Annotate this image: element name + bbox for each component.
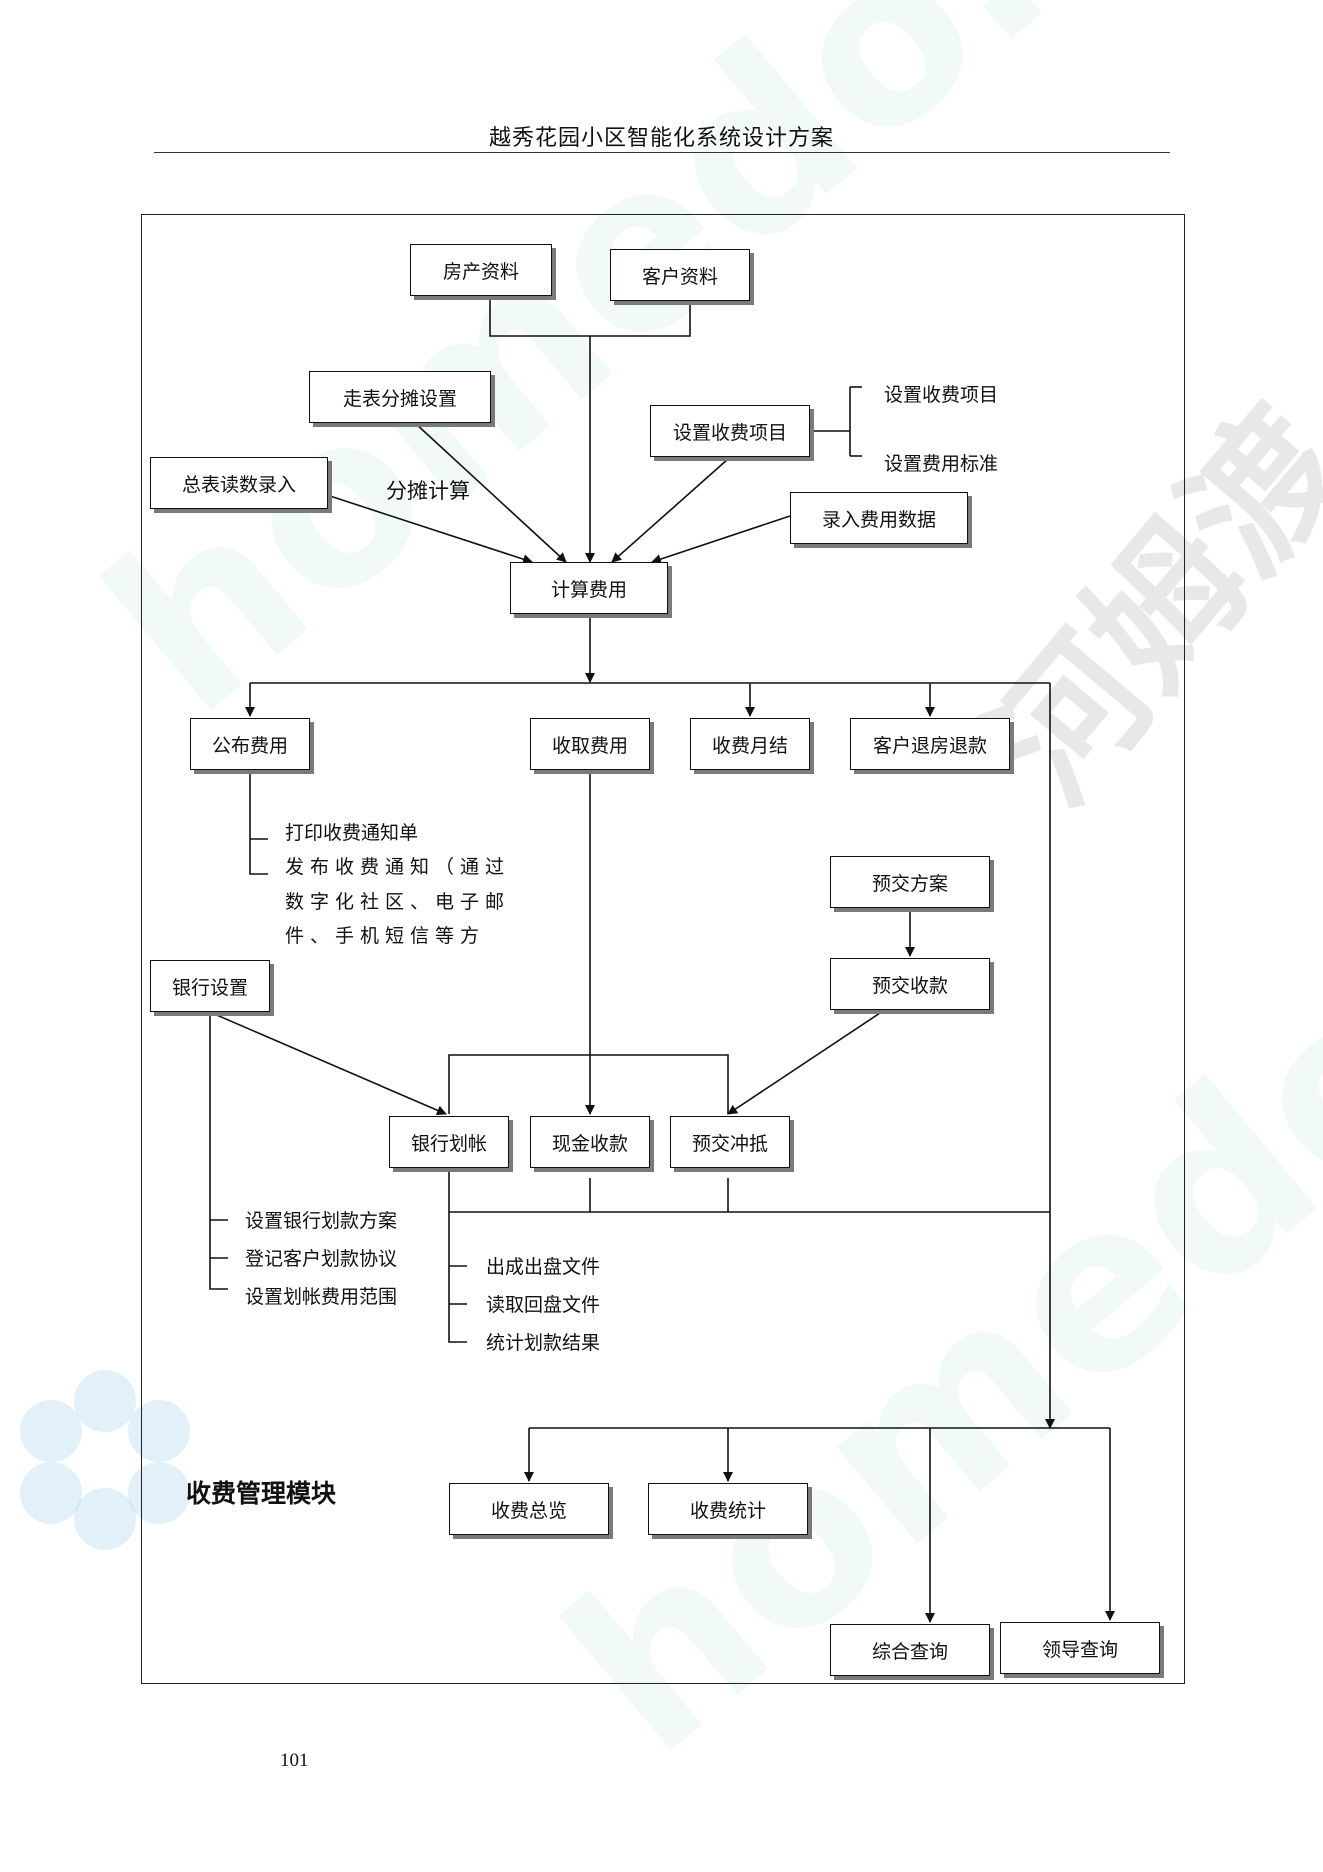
node-checkout-refund: 客户退房退款 — [850, 718, 1010, 770]
label-publish-branch: 发布收费通知（通过 — [285, 856, 511, 878]
label-bank-transfer-branch: 统计划款结果 — [486, 1332, 601, 1354]
page-number: 101 — [280, 1750, 309, 1771]
node-leader-query: 领导查询 — [1000, 1622, 1160, 1674]
label-bank-settings-branch: 设置银行划款方案 — [245, 1210, 398, 1232]
label-publish-branch: 数字化社区、电子邮 — [285, 891, 511, 913]
label-bank-transfer-branch: 出成出盘文件 — [486, 1256, 601, 1278]
watermark-flower-logo — [20, 1370, 190, 1550]
label-publish-branch: 打印收费通知单 — [285, 822, 419, 844]
header-rule — [154, 152, 1170, 153]
node-monthly-close: 收费月结 — [690, 718, 810, 770]
node-fee-overview: 收费总览 — [449, 1483, 609, 1535]
node-prepay-receipt: 预交收款 — [830, 958, 990, 1010]
label-allocation-calc: 分摊计算 — [386, 479, 470, 503]
diagram-frame — [141, 214, 1185, 1684]
node-fee-statistics: 收费统计 — [648, 1483, 808, 1535]
label-bank-settings-branch: 登记客户划款协议 — [245, 1248, 398, 1270]
page-header-title: 越秀花园小区智能化系统设计方案 — [488, 126, 834, 151]
label-fee-items-branch: 设置收费项目 — [884, 384, 999, 406]
node-master-meter-input: 总表读数录入 — [150, 457, 328, 509]
node-bank-settings: 银行设置 — [150, 960, 270, 1012]
node-bank-transfer: 银行划帐 — [389, 1116, 509, 1168]
node-prepay-plan: 预交方案 — [830, 856, 990, 908]
label-fee-items-branch: 设置费用标准 — [884, 453, 999, 475]
label-publish-branch: 件、手机短信等方 — [285, 925, 486, 947]
node-calculate-fees: 计算费用 — [510, 562, 668, 614]
node-general-query: 综合查询 — [830, 1624, 990, 1676]
node-enter-fee-data: 录入费用数据 — [790, 492, 968, 544]
node-customer-data: 客户资料 — [610, 249, 750, 301]
node-set-fee-items: 设置收费项目 — [650, 405, 810, 457]
node-cash-receipt: 现金收款 — [530, 1116, 650, 1168]
label-bank-settings-branch: 设置划帐费用范围 — [245, 1286, 398, 1308]
node-property-data: 房产资料 — [410, 244, 552, 296]
node-collect-fees: 收取费用 — [530, 718, 650, 770]
node-publish-fees: 公布费用 — [190, 718, 310, 770]
node-meter-allocation: 走表分摊设置 — [309, 371, 491, 423]
module-title: 收费管理模块 — [186, 1479, 337, 1508]
label-bank-transfer-branch: 读取回盘文件 — [486, 1294, 601, 1316]
node-prepay-offset: 预交冲抵 — [670, 1116, 790, 1168]
